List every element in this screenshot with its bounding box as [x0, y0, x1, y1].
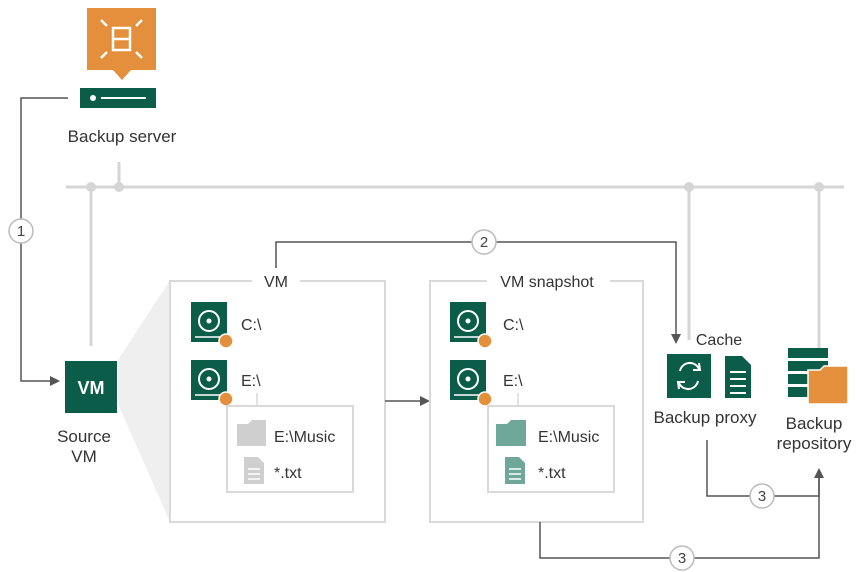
- vm-box: VM C:\ E:\ E:\Music *.txt: [169, 274, 386, 523]
- disk-e-icon: [191, 360, 234, 407]
- repository-label-2: repository: [777, 434, 852, 453]
- step-1-label: 1: [17, 223, 25, 240]
- vm-icon: [65, 361, 117, 413]
- source-vm: VM Source VM: [57, 280, 170, 522]
- file-icon: [505, 457, 525, 484]
- snapshot-drive-c-label: C:\: [503, 317, 524, 334]
- vm-drive-c-label: C:\: [241, 317, 262, 334]
- file-icon: [244, 457, 264, 484]
- backup-proxy: Cache Backup proxy: [654, 332, 757, 427]
- snapshot-box: VM snapshot C:\ E:\ E:\Music *.txt: [429, 274, 644, 523]
- source-vm-label-2: VM: [71, 447, 97, 466]
- step3-flow-snapshot: 3: [539, 470, 820, 571]
- snapshot-box-title: VM snapshot: [500, 274, 594, 291]
- vm-file-label: *.txt: [274, 465, 302, 482]
- veeam-server-icon: [80, 8, 156, 108]
- step-2-label: 2: [480, 234, 488, 251]
- snapshot-folder-label: E:\Music: [538, 429, 599, 446]
- step1-flow: 1: [8, 97, 68, 386]
- network-lines: [66, 162, 844, 348]
- disk-c-icon: [450, 302, 493, 349]
- backup-server-label: Backup server: [68, 127, 177, 146]
- backup-proxy-label: Backup proxy: [654, 408, 757, 427]
- folder-icon: [237, 420, 266, 446]
- disk-e-icon: [450, 360, 493, 407]
- network-junctions: [86, 182, 824, 192]
- sync-icon: [667, 354, 711, 398]
- step-3b-label: 3: [678, 550, 686, 567]
- source-vm-label-1: Source: [57, 427, 111, 446]
- vm-drive-e-label: E:\: [241, 373, 261, 390]
- step-3a-label: 3: [758, 488, 766, 505]
- backup-server: Backup server: [68, 8, 177, 146]
- vm-icon-text: VM: [78, 378, 105, 398]
- vm-folder-label: E:\Music: [274, 429, 335, 446]
- repository-icon: [788, 348, 849, 405]
- repository-label-1: Backup: [786, 414, 843, 433]
- snapshot-drive-e-label: E:\: [503, 373, 523, 390]
- vm-box-title: VM: [264, 274, 288, 291]
- cache-label: Cache: [696, 332, 742, 349]
- disk-c-icon: [191, 302, 234, 349]
- snapshot-file-label: *.txt: [538, 465, 566, 482]
- document-icon: [725, 356, 751, 398]
- step2-flow: 2: [275, 229, 681, 344]
- folder-icon: [496, 420, 526, 446]
- backup-repository: Backup repository: [777, 348, 852, 453]
